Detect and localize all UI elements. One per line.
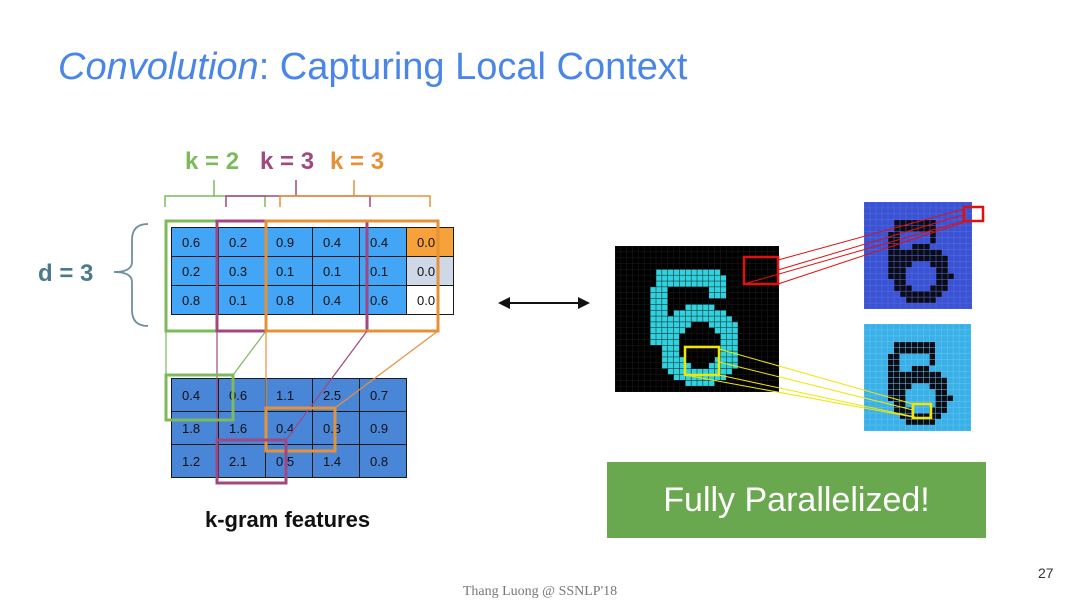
bracket-orange xyxy=(279,195,431,207)
slide-title-italic: Convolution xyxy=(58,46,259,88)
matrix-cell: 0.3 xyxy=(218,256,266,286)
bracket-purple xyxy=(225,195,371,207)
zoom-target-red xyxy=(962,205,985,223)
slide-title: Convolution: Capturing Local Context xyxy=(58,46,688,89)
bracket-green xyxy=(164,195,266,207)
output-caption: k-gram features xyxy=(205,507,371,532)
zoom-box-yellow xyxy=(683,345,721,377)
matrix-cell: 0.4 xyxy=(171,378,219,412)
output-window-green xyxy=(164,373,235,422)
digit-six-pixels xyxy=(864,202,972,309)
output-window-purple xyxy=(215,438,288,485)
zoom-image-bottom xyxy=(864,324,971,431)
matrix-cell: 1.1 xyxy=(265,378,313,412)
k-label-orange: k = 3 xyxy=(330,148,385,175)
matrix-cell: 0.4 xyxy=(312,227,360,257)
digit-six-pixels xyxy=(864,324,971,431)
zoom-box-red xyxy=(742,255,780,286)
matrix-cell: 0.0 xyxy=(406,285,454,315)
matrix-cell: 1.8 xyxy=(171,411,219,445)
zoom-image-top xyxy=(864,202,972,309)
matrix-cell: 0.8 xyxy=(171,285,219,315)
kernel-window-purple xyxy=(215,219,369,333)
page-number: 27 xyxy=(1038,565,1054,581)
matrix-cell: 2.1 xyxy=(218,444,266,478)
matrix-cell: 0.2 xyxy=(171,256,219,286)
zoom-target-yellow xyxy=(911,402,933,420)
slide-title-rest: : Capturing Local Context xyxy=(258,46,688,88)
matrix-cell: 0.8 xyxy=(265,285,313,315)
fully-parallelized-banner: Fully Parallelized! xyxy=(607,462,986,538)
matrix-cell: 0.0 xyxy=(406,227,454,257)
dimension-brace xyxy=(113,223,149,327)
matrix-cell: 0.8 xyxy=(359,444,407,478)
dimension-label: d = 3 xyxy=(38,260,94,287)
footer-credit: Thang Luong @ SSNLP'18 xyxy=(462,584,618,599)
mnist-digit-image xyxy=(615,246,779,392)
matrix-cell: 0.1 xyxy=(265,256,313,286)
digit-six-pixels xyxy=(615,246,779,392)
matrix-cell: 0.4 xyxy=(312,285,360,315)
matrix-cell: 0.0 xyxy=(406,256,454,286)
matrix-cell: 0.9 xyxy=(359,411,407,445)
matrix-cell: 0.9 xyxy=(265,227,313,257)
output-window-orange xyxy=(264,406,337,453)
k-label-green: k = 2 xyxy=(185,148,240,175)
kernel-window-orange xyxy=(264,219,440,333)
k-label-purple: k = 3 xyxy=(260,148,315,175)
